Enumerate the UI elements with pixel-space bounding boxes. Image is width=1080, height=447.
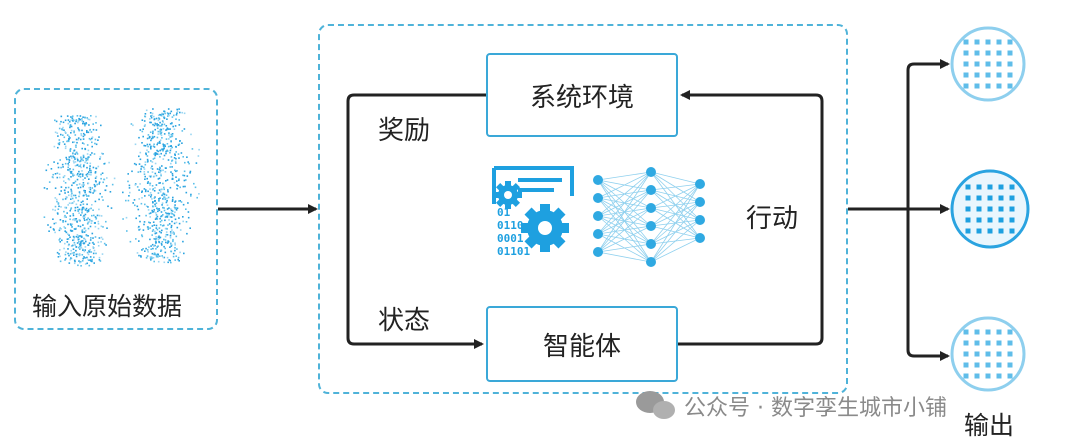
binary-line-4: 01101 [497, 245, 530, 258]
input-data-panel [14, 88, 218, 330]
neuron-node [646, 221, 656, 231]
reward-label: 奖励 [378, 116, 431, 146]
agent-label: 智能体 [542, 331, 621, 362]
output-label: 输出 [964, 411, 1015, 440]
binary-line-2: 0110 [497, 219, 524, 232]
neuron-node [593, 229, 603, 239]
output-branch-bottom [906, 209, 950, 361]
small-gear-icon [494, 181, 522, 209]
neuron-node [593, 175, 603, 185]
action-label: 行动 [746, 204, 799, 234]
input-data-label: 输入原始数据 [32, 292, 183, 321]
neuron-node [646, 257, 656, 267]
neuron-node [646, 203, 656, 213]
watermark-text: 公众号 · 数字孪生城市小铺 [684, 396, 947, 421]
state-label: 状态 [378, 306, 431, 336]
neuron-node [593, 193, 603, 203]
neuron-node [646, 167, 656, 177]
neuron-node [695, 179, 705, 189]
gear-icon [521, 204, 569, 252]
binary-code: 01 0110 0001 01101 [497, 206, 530, 258]
binary-line-1: 01 [497, 206, 511, 219]
neural-network-icon [593, 167, 705, 267]
system-environment-box: 系统环境 [486, 53, 678, 137]
neuron-node [593, 247, 603, 257]
neuron-node [646, 239, 656, 249]
output-branch-top [906, 59, 950, 209]
binary-line-3: 0001 [497, 232, 524, 245]
system-environment-label: 系统环境 [529, 82, 634, 113]
agent-box: 智能体 [486, 306, 678, 382]
neuron-node [695, 215, 705, 225]
neuron-node [646, 185, 656, 195]
reward-state-loop [346, 93, 486, 349]
rl-loop-panel [318, 24, 848, 394]
neuron-node [695, 197, 705, 207]
neuron-node [593, 211, 603, 221]
neuron-node [695, 233, 705, 243]
action-loop [678, 90, 824, 346]
